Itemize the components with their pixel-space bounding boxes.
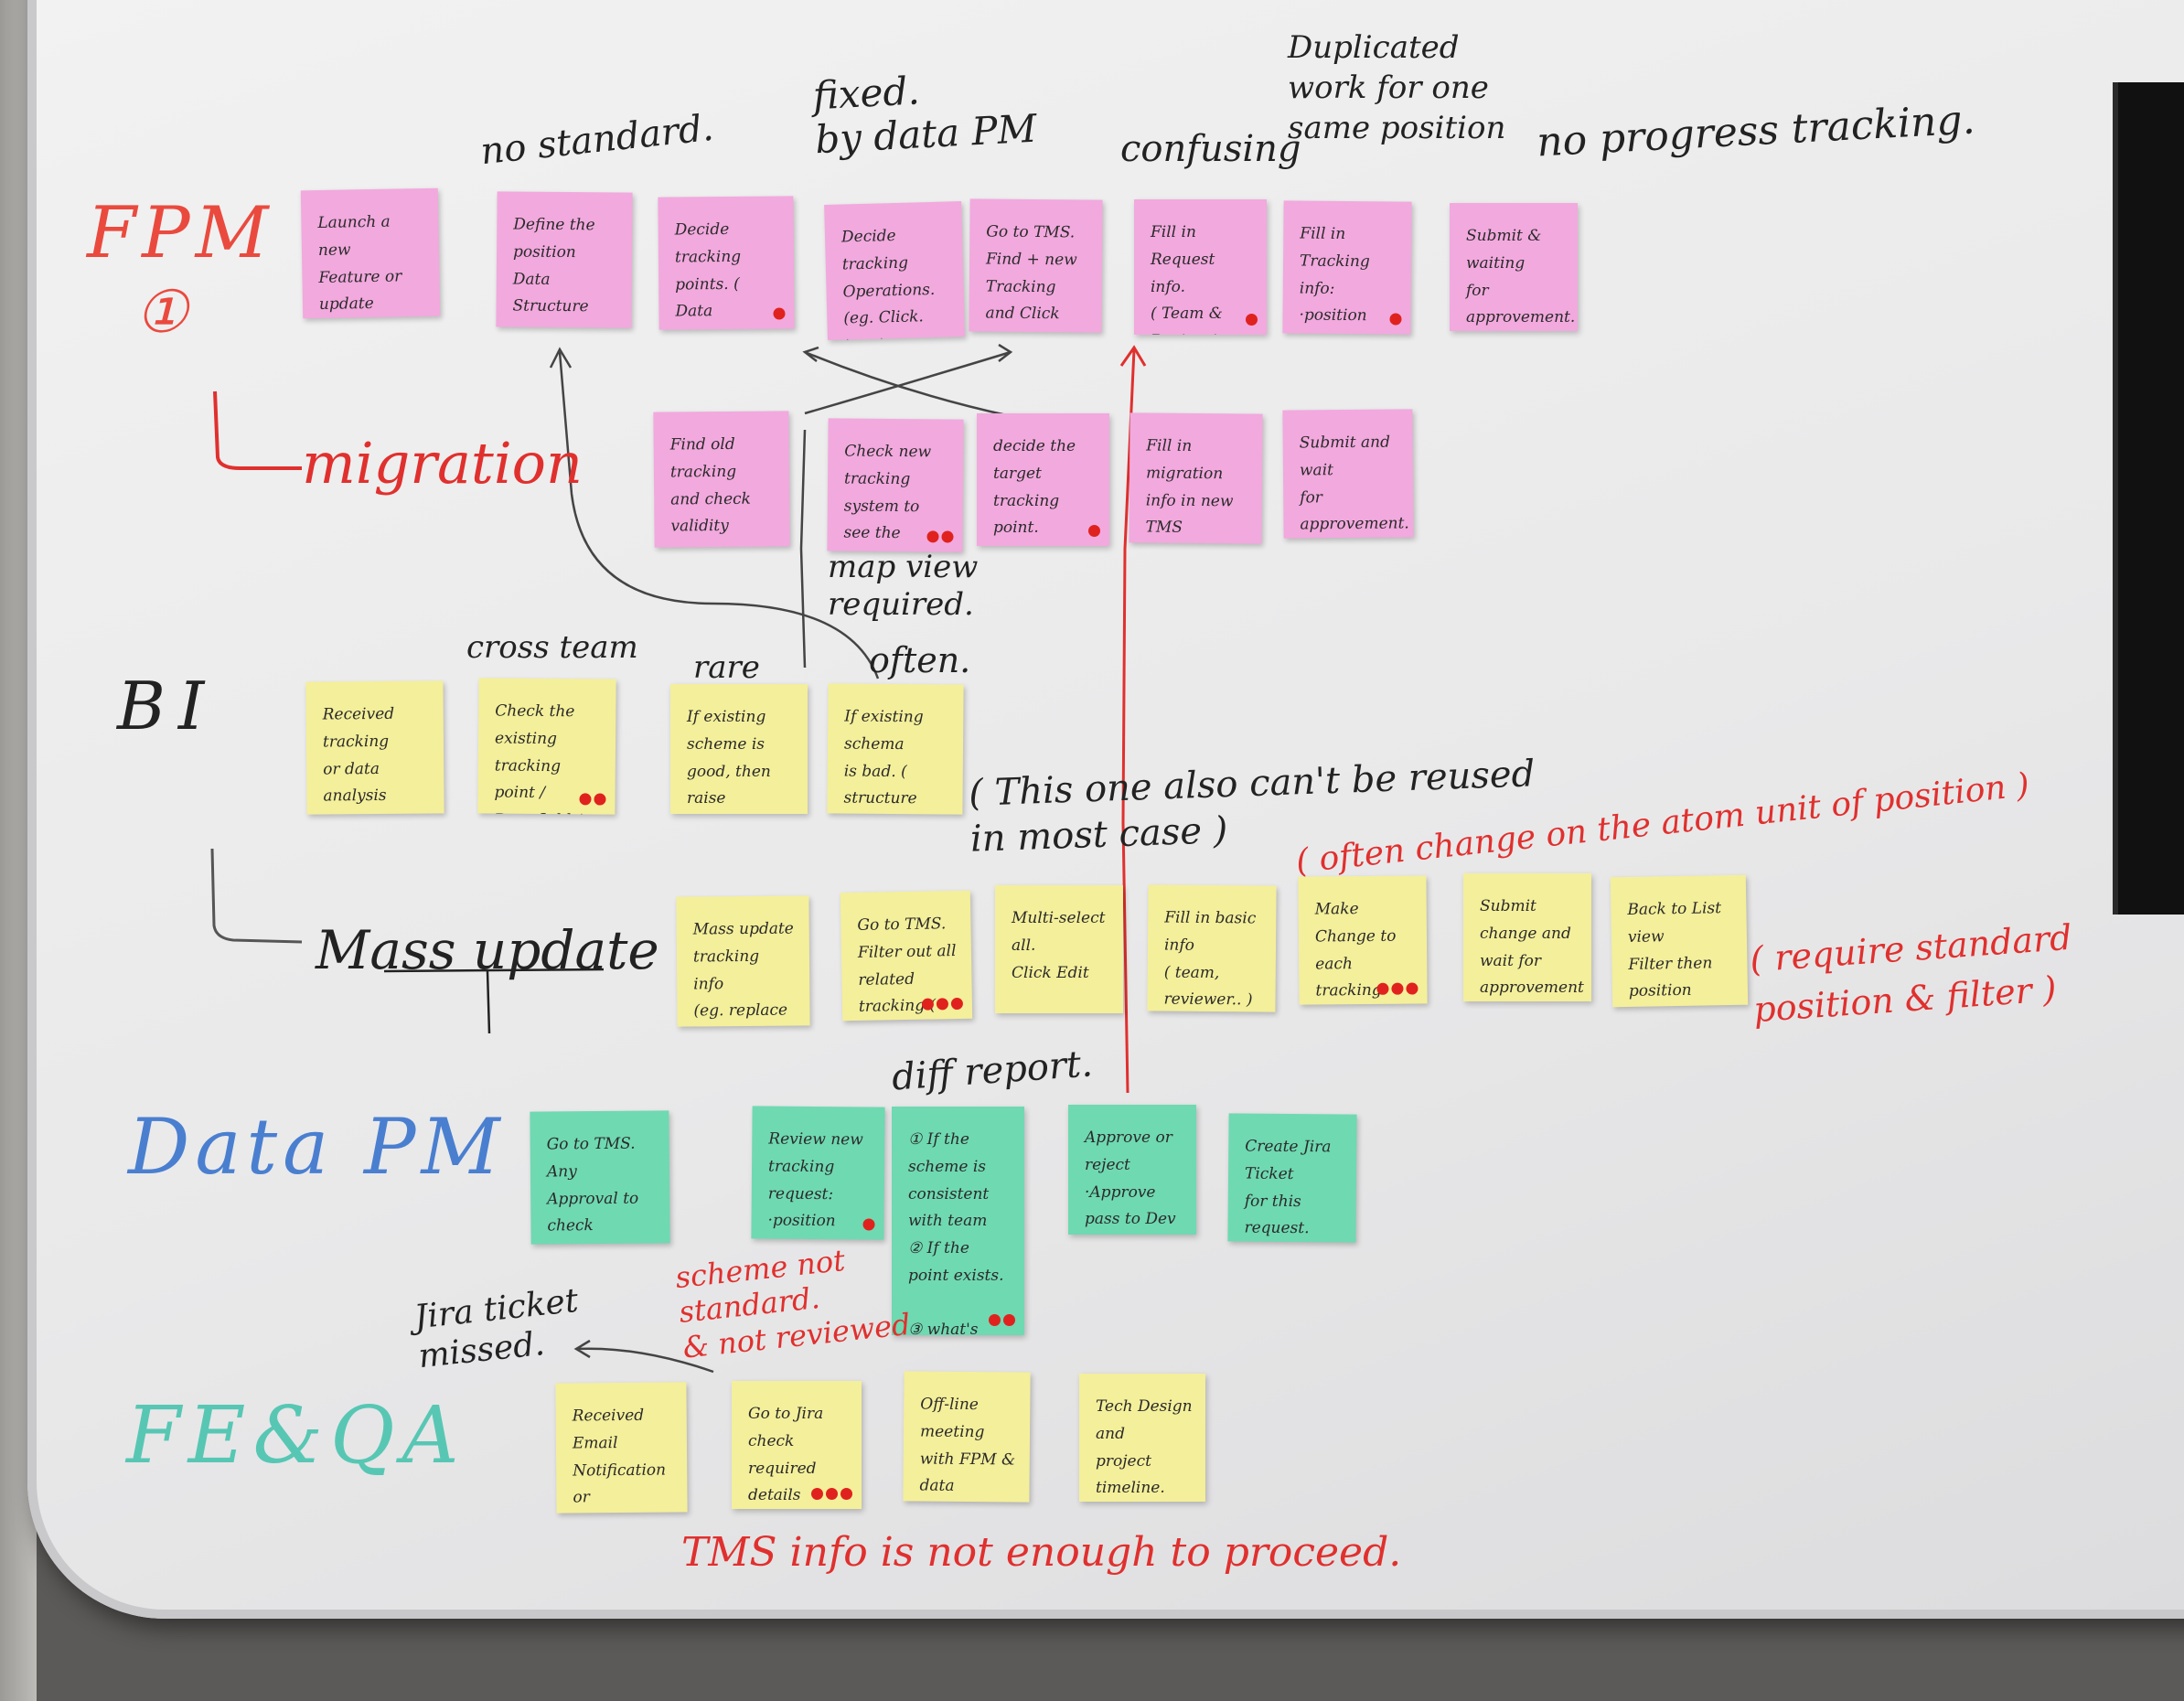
sticky-note: Received Email Notification or Jira noti… bbox=[555, 1382, 688, 1514]
vote-dots bbox=[1246, 314, 1258, 326]
vote-dot bbox=[1088, 525, 1100, 537]
sticky-note: If existing schema is bad. ( structure i… bbox=[827, 683, 964, 815]
sticky-note: Go to TMS. Any Approval to check new req… bbox=[530, 1110, 670, 1245]
vote-dot bbox=[862, 1218, 875, 1231]
sticky-note: Submit and wait for approvement. bbox=[1282, 409, 1414, 539]
vote-dot bbox=[936, 998, 949, 1011]
sticky-note: Fill in basic info ( team, reviewer.. ) bbox=[1147, 884, 1277, 1012]
sticky-note: Fill in Request info. ( Team & Review ) bbox=[1134, 199, 1267, 335]
sticky-note: Find old tracking and check validity bbox=[653, 411, 790, 548]
lane-label-fpm: FPM bbox=[87, 192, 274, 274]
annotation-duplicated: Duplicated work for one same position bbox=[1288, 29, 1506, 147]
sticky-note: Go to TMS. Filter out all related tracki… bbox=[840, 890, 973, 1022]
sticky-note: If existing scheme is good, then raise t… bbox=[670, 684, 808, 814]
vote-dots bbox=[862, 1218, 875, 1231]
vote-dot bbox=[811, 1488, 823, 1500]
vote-dot bbox=[826, 1488, 838, 1500]
vote-dots bbox=[1389, 313, 1402, 326]
mass-update-underline bbox=[383, 968, 605, 973]
rare-line bbox=[799, 429, 807, 669]
vote-dots bbox=[579, 793, 606, 806]
sticky-note: Approve or reject ·Approve pass to Dev r… bbox=[1068, 1105, 1196, 1235]
vote-dot bbox=[1376, 982, 1389, 995]
sticky-note: Mass update tracking info (eg. replace d… bbox=[676, 895, 810, 1027]
sticky-note: Create Jira Ticket for this request. bbox=[1227, 1113, 1357, 1243]
sticky-note: Check new tracking system to see the par… bbox=[827, 418, 964, 552]
annotation-map-view: map view required. bbox=[828, 549, 979, 623]
lane-label-migration: migration bbox=[302, 430, 583, 497]
vote-dot bbox=[941, 530, 954, 543]
vote-dot bbox=[1246, 314, 1258, 326]
lane-label-mass-update: Mass update bbox=[316, 919, 659, 981]
lane-label-data-pm: Data PM bbox=[128, 1102, 506, 1192]
lane-number-fpm: ① bbox=[135, 279, 188, 347]
vote-dot bbox=[921, 998, 935, 1011]
vote-dot bbox=[1003, 1314, 1015, 1326]
vote-dots bbox=[811, 1488, 852, 1500]
vote-dot bbox=[1406, 982, 1419, 995]
vote-dot bbox=[840, 1488, 852, 1500]
sticky-note: Off-line meeting with FPM & data PM. bbox=[903, 1371, 1031, 1503]
vote-dot bbox=[1389, 313, 1402, 326]
curved-arrow bbox=[558, 351, 880, 679]
sticky-note: Make Change to each tracking one - by - … bbox=[1298, 875, 1428, 1005]
sticky-note: Review new tracking request: ·position s… bbox=[751, 1106, 885, 1240]
sticky-note: Multi-select all. Click Edit bbox=[995, 885, 1123, 1013]
annotation-confusing: confusing bbox=[1120, 128, 1301, 170]
vote-dots bbox=[926, 530, 954, 543]
mass-update-bracket bbox=[210, 848, 303, 944]
sticky-note: Go to Jira check required details ( Hard… bbox=[732, 1381, 862, 1509]
sticky-note: Define the position Data Structure bbox=[496, 191, 633, 328]
migration-bracket bbox=[213, 390, 302, 470]
crossing-arrow-1 bbox=[804, 350, 1012, 418]
lane-label-fe-qa: FE&QA bbox=[126, 1390, 466, 1482]
crossing-arrow-2 bbox=[804, 350, 1012, 415]
sticky-note: Back to List view Filter then position t… bbox=[1610, 874, 1749, 1008]
sticky-note: Check the existing tracking point / Data… bbox=[477, 678, 616, 815]
vote-dot bbox=[594, 793, 606, 806]
vote-dots bbox=[773, 307, 786, 320]
lane-label-bi: BI bbox=[117, 668, 218, 744]
sticky-note: Fill in migration info in new TMS bbox=[1129, 412, 1263, 544]
sticky-note: Tech Design and project timeline. bbox=[1079, 1374, 1205, 1502]
vote-dot bbox=[926, 530, 939, 543]
sticky-note: decide the target tracking point. bbox=[977, 413, 1109, 546]
vote-dots bbox=[1088, 525, 1100, 537]
sticky-note: Fill in Tracking info: ·position ·data f… bbox=[1282, 200, 1412, 335]
jira-missed-arrow bbox=[575, 1347, 714, 1374]
vote-dots bbox=[1376, 982, 1419, 995]
sticky-note: Decide tracking Operations. (eg. Click. … bbox=[824, 201, 965, 340]
tv-screen-edge bbox=[2113, 82, 2184, 915]
annotation-fixed: fixed. by data PM bbox=[811, 68, 1038, 163]
vote-dot bbox=[1391, 982, 1404, 995]
sticky-note: Decide tracking points. ( Data Field ) bbox=[658, 196, 795, 330]
annotation-cross-team: cross team bbox=[466, 629, 638, 666]
sticky-note: Submit change and wait for approvement bbox=[1463, 873, 1591, 1001]
sticky-note: Received tracking or data analysis reque… bbox=[305, 680, 444, 815]
annotation-often: often. bbox=[869, 640, 971, 680]
sticky-note: Launch a new Feature or update an object bbox=[300, 187, 441, 319]
sticky-note: Submit & waiting for approvement. bbox=[1450, 203, 1578, 331]
vote-dot bbox=[989, 1314, 1001, 1326]
annotation-rare: rare bbox=[693, 649, 760, 686]
sticky-note: Go to TMS. Find + new Tracking and Click bbox=[969, 198, 1103, 333]
sticky-note: ① If the scheme is consistent with team … bbox=[892, 1107, 1024, 1335]
annotation-tms-info: TMS info is not enough to proceed. bbox=[681, 1529, 1402, 1576]
vote-dots bbox=[989, 1314, 1015, 1326]
vote-dot bbox=[773, 307, 786, 320]
vote-dot bbox=[579, 793, 592, 806]
vote-dots bbox=[921, 997, 964, 1011]
vote-dot bbox=[950, 997, 964, 1011]
